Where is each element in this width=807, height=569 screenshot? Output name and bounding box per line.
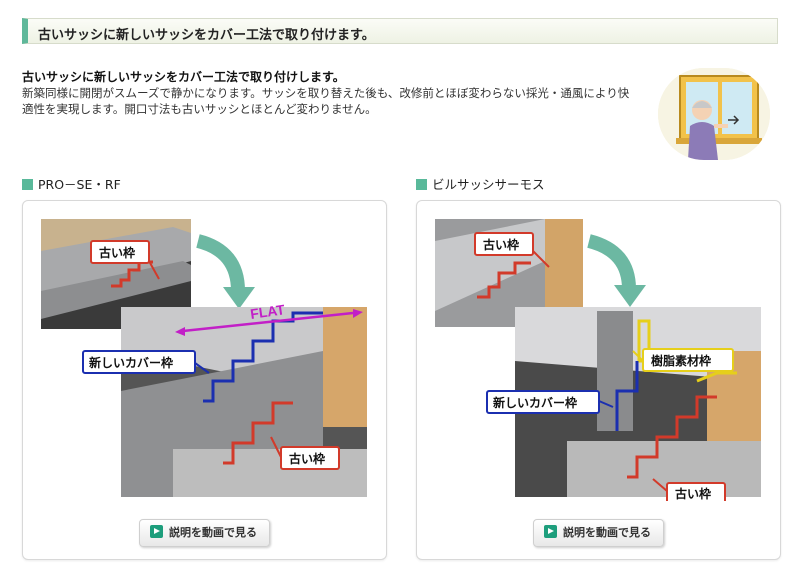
curved-arrow-icon bbox=[587, 234, 646, 307]
watch-video-button[interactable]: 説明を動画で見る bbox=[533, 519, 664, 547]
bullet-square-icon bbox=[416, 179, 427, 190]
callout-resin-frame: 樹脂素材枠 bbox=[632, 348, 734, 372]
intro-body: 新築同様に開閉がスムーズで静かになります。サッシを取り替えた後も、改修前とほぼ変… bbox=[22, 86, 630, 116]
product-panel-pro-se-rf: FLAT 古い枠 新しいカバー枠 古い枠 説明を動画で見る bbox=[22, 200, 387, 560]
callout-old-frame-bottom: 古い枠 bbox=[652, 478, 726, 501]
svg-text:樹脂素材枠: 樹脂素材枠 bbox=[651, 353, 711, 368]
svg-text:新しいカバー枠: 新しいカバー枠 bbox=[89, 355, 173, 370]
window-illustration bbox=[658, 68, 770, 160]
curved-arrow-icon bbox=[196, 234, 255, 309]
svg-text:古い枠: 古い枠 bbox=[99, 245, 135, 260]
new-cover-frame-outline bbox=[615, 361, 639, 431]
flat-line bbox=[182, 311, 354, 333]
svg-text:新しいカバー枠: 新しいカバー枠 bbox=[493, 395, 577, 410]
callout-old-frame-top: 古い枠 bbox=[474, 232, 550, 268]
old-frame-outline bbox=[223, 401, 293, 465]
callout-new-cover-frame: 新しいカバー枠 bbox=[82, 350, 210, 374]
product-label-bill-sash-thermos: ビルサッシサーモス bbox=[416, 174, 545, 193]
old-frame-outline bbox=[477, 261, 531, 299]
callout-old-frame-bottom: 古い枠 bbox=[270, 436, 340, 470]
bullet-square-icon bbox=[22, 179, 33, 190]
section-title: 古いサッシに新しいサッシをカバー工法で取り付けます。 bbox=[38, 28, 375, 43]
product-panel-bill-sash-thermos: 古い枠 樹脂素材枠 新しいカバー枠 古い枠 説明を動画で見る bbox=[416, 200, 781, 560]
svg-text:古い枠: 古い枠 bbox=[483, 237, 519, 252]
callout-new-cover-frame: 新しいカバー枠 bbox=[486, 390, 614, 414]
watch-video-button[interactable]: 説明を動画で見る bbox=[139, 519, 270, 547]
elderly-person-window-image bbox=[658, 68, 770, 160]
flat-label: FLAT bbox=[249, 301, 286, 322]
intro-heading: 古いサッシに新しいサッシをカバー工法で取り付けします。 bbox=[22, 70, 345, 84]
svg-text:古い枠: 古い枠 bbox=[675, 486, 711, 501]
play-icon bbox=[150, 525, 163, 538]
cover-method-diagram-thermos: 古い枠 樹脂素材枠 新しいカバー枠 古い枠 bbox=[435, 219, 761, 501]
section-header: 古いサッシに新しいサッシをカバー工法で取り付けます。 bbox=[22, 18, 778, 44]
callout-old-frame-top: 古い枠 bbox=[90, 240, 160, 280]
cover-method-diagram-pro-se-rf: FLAT 古い枠 新しいカバー枠 古い枠 bbox=[41, 219, 367, 497]
old-frame-outline bbox=[627, 395, 717, 479]
svg-text:古い枠: 古い枠 bbox=[289, 451, 325, 466]
play-icon bbox=[544, 525, 557, 538]
product-label-pro-se-rf: PRO－SE・RF bbox=[22, 174, 121, 193]
